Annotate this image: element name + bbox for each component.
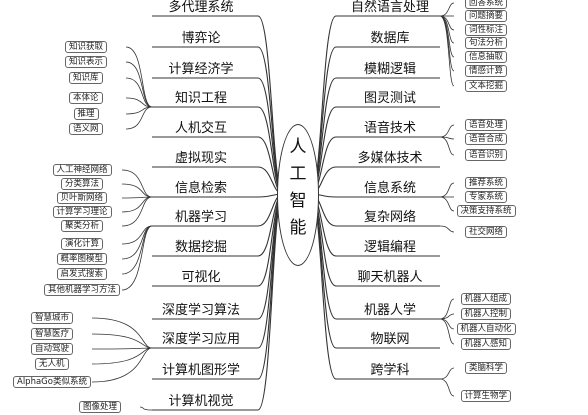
subtopic-left-12-1: 智慧城市 (31, 311, 74, 324)
subtopic-right-1-4: 句法分析 (465, 36, 508, 49)
sub-connector-right-5-1 (439, 124, 455, 138)
subtopic-left-7-3: 贝叶斯网络 (56, 191, 108, 204)
topic-left-4: 知识工程 (175, 90, 228, 106)
sub-connector-right-1-1 (439, 2, 455, 17)
subtopic-left-7-4: 计算学习理论 (52, 205, 112, 218)
subtopic-left-12-5: AlphaGo类似系统 (13, 375, 91, 388)
topic-right-8: 复杂网络 (364, 209, 417, 225)
topic-left-9: 数据挖掘 (175, 239, 228, 255)
subtopic-right-1-6: 情感计算 (465, 64, 508, 77)
subtopic-left-12-3: 自动驾驶 (31, 342, 74, 355)
sub-connector-left-7-1 (121, 169, 153, 198)
subtopic-right-13-2: 计算生物学 (460, 389, 512, 402)
sub-connector-left-4-6 (125, 106, 153, 130)
topic-right-5: 语音技术 (364, 120, 417, 136)
subtopic-right-5-2: 语音合成 (465, 132, 508, 145)
topic-left-11: 深度学习算法 (162, 302, 241, 318)
subtopic-left-8-2: 概率图模型 (56, 252, 108, 265)
subtopic-right-1-5: 信息抽取 (465, 50, 508, 63)
topic-left-6: 虚拟现实 (175, 150, 228, 166)
subtopic-right-7-1: 推荐系统 (465, 176, 508, 189)
sub-connector-left-12-1 (91, 317, 153, 349)
center-label: 人工智能 (289, 137, 307, 238)
subtopic-left-14-1: 图像处理 (79, 400, 122, 413)
sub-connector-right-11-1 (439, 298, 455, 320)
subtopic-right-5-3: 语音识别 (465, 148, 508, 161)
topic-left-1: 多代理系统 (168, 0, 234, 15)
sub-connector-right-5-3 (439, 136, 455, 156)
sub-connector-right-13-1 (439, 367, 455, 380)
topic-right-3: 模糊逻辑 (364, 61, 417, 77)
sub-connector-right-7-3 (439, 196, 455, 212)
subtopic-left-12-2: 智慧医疗 (31, 327, 74, 340)
center-node (277, 124, 319, 266)
subtopic-right-8-1: 社交网络 (465, 225, 508, 238)
topic-left-8: 机器学习 (175, 209, 228, 225)
topic-right-12: 物联网 (370, 331, 410, 347)
subtopic-right-11-3: 机器人自动化 (456, 322, 516, 335)
subtopic-right-7-2: 专家系统 (465, 190, 508, 203)
subtopic-left-4-6: 语义网 (69, 122, 103, 135)
topic-left-7: 信息检索 (175, 180, 228, 196)
topic-right-1: 自然语言处理 (351, 0, 430, 15)
subtopic-left-8-3: 启发式搜索 (56, 267, 108, 280)
topic-left-3: 计算经济学 (168, 61, 234, 77)
topic-left-12: 深度学习应用 (162, 331, 241, 347)
sub-connector-right-13-2 (439, 378, 455, 397)
subtopic-right-1-3: 词性标注 (465, 23, 508, 36)
subtopic-left-4-1: 知识获取 (65, 40, 108, 53)
topic-left-13: 计算机图形学 (162, 362, 241, 378)
topic-right-6: 多媒体技术 (357, 150, 423, 166)
topic-left-10: 可视化 (181, 269, 221, 285)
subtopic-left-4-3: 知识库 (69, 71, 103, 84)
subtopic-right-11-2: 机器人控制 (460, 307, 512, 320)
sub-connector-right-1-7 (439, 15, 455, 87)
topic-right-10: 聊天机器人 (357, 269, 423, 285)
subtopic-left-8-1: 演化计算 (61, 237, 104, 250)
sub-connector-left-12-2 (91, 333, 153, 349)
topic-right-9: 逻辑编程 (364, 239, 417, 255)
subtopic-left-4-2: 知识表示 (65, 55, 108, 68)
subtopic-right-13-1: 类脑科学 (465, 361, 508, 374)
subtopic-right-7-3: 决策支持系统 (456, 204, 516, 217)
subtopic-right-1-7: 文本挖掘 (465, 79, 508, 92)
sub-connector-left-7-5 (121, 196, 153, 227)
sub-connector-left-8-4 (121, 225, 153, 291)
sub-connector-right-8-1 (439, 225, 455, 233)
subtopic-right-11-1: 机器人组成 (460, 292, 512, 305)
sub-connector-left-4-2 (125, 61, 153, 108)
topic-right-4: 图灵测试 (364, 90, 417, 106)
topic-right-2: 数据库 (370, 30, 410, 46)
subtopic-left-7-2: 分类算法 (61, 177, 104, 190)
sub-connector-left-4-4 (125, 97, 153, 108)
subtopic-left-7-1: 人工神经网络 (52, 163, 112, 176)
subtopic-left-4-5: 推理 (73, 107, 99, 120)
topic-left-2: 博弈论 (181, 30, 221, 46)
sub-connector-left-12-3 (91, 347, 153, 350)
sub-connector-left-8-3 (121, 225, 153, 275)
topic-left-14: 计算机视觉 (168, 393, 234, 409)
subtopic-right-5-1: 语音处理 (465, 118, 508, 131)
sub-connector-left-12-4 (91, 347, 153, 365)
sub-connector-right-7-1 (439, 182, 455, 198)
subtopic-left-12-4: 无人机 (35, 357, 69, 370)
sub-connector-left-12-5 (91, 347, 153, 383)
subtopic-left-7-5: 聚类分析 (61, 219, 104, 232)
topic-right-13: 跨学科 (370, 362, 410, 378)
sub-connector-right-11-4 (439, 318, 455, 345)
sub-connector-left-4-3 (125, 77, 153, 108)
subtopic-left-4-4: 本体论 (69, 91, 103, 104)
topic-left-5: 人机交互 (175, 120, 228, 136)
sub-connector-left-14-1 (139, 406, 153, 411)
subtopic-left-8-4: 其他机器学习方法 (44, 283, 121, 296)
subtopic-right-1-2: 问题摘要 (465, 9, 508, 22)
subtopic-right-1-1: 回答系统 (465, 0, 508, 9)
topic-right-7: 信息系统 (364, 180, 417, 196)
subtopic-right-11-4: 机器人感知 (460, 337, 512, 350)
topic-right-11: 机器人学 (364, 302, 417, 318)
